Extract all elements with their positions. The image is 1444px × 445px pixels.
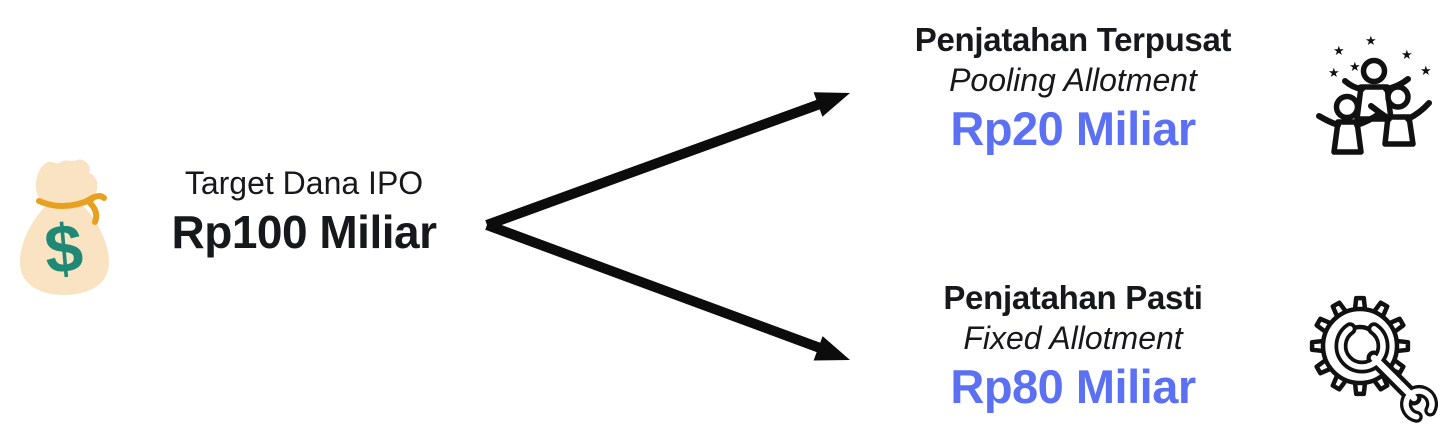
bag-tie-end-2 <box>87 200 100 225</box>
gear-wrench-icon <box>1309 295 1439 423</box>
branch-pooling-subtitle: Pooling Allotment <box>949 62 1197 98</box>
source-label: Target Dana IPO <box>184 165 424 201</box>
dollar-sign-icon: $ <box>42 210 86 289</box>
bag-tie-end-1 <box>84 193 107 204</box>
star-icon: ★ <box>1349 60 1361 75</box>
star-icon: ★ <box>1420 64 1432 79</box>
arrow-to-fixed <box>485 220 850 361</box>
branch-pooling-amount: Rp20 Miliar <box>950 102 1196 155</box>
branch-pooling-title: Penjatahan Terpusat <box>914 21 1232 58</box>
branch-fixed-subtitle: Fixed Allotment <box>963 320 1183 356</box>
money-bag-icon: $ <box>19 159 110 295</box>
wrench <box>1334 322 1439 423</box>
source-amount: Rp100 Miliar <box>171 206 438 258</box>
sparkle-stars: ★ ★ ★ ★ ★ ★ <box>1328 34 1432 81</box>
flow-arrows <box>485 92 850 361</box>
star-icon: ★ <box>1333 44 1345 59</box>
branch-pooling: Penjatahan Terpusat Pooling Allotment Rp… <box>866 20 1280 158</box>
branch-fixed-title: Penjatahan Pasti <box>943 279 1203 316</box>
star-icon: ★ <box>1365 34 1377 49</box>
branch-fixed: Penjatahan Pasti Fixed Allotment Rp80 Mi… <box>866 278 1280 416</box>
source-block: Target Dana IPO Rp100 Miliar <box>118 162 490 260</box>
person-left <box>1316 93 1382 155</box>
bag-knot <box>35 159 98 208</box>
branch-fixed-amount: Rp80 Miliar <box>950 360 1196 413</box>
bag-body <box>19 199 110 295</box>
star-icon: ★ <box>1401 48 1413 63</box>
arrow-to-pooling <box>485 92 850 230</box>
celebration-people-icon: ★ ★ ★ ★ ★ ★ <box>1316 34 1432 155</box>
star-icon: ★ <box>1328 66 1340 81</box>
